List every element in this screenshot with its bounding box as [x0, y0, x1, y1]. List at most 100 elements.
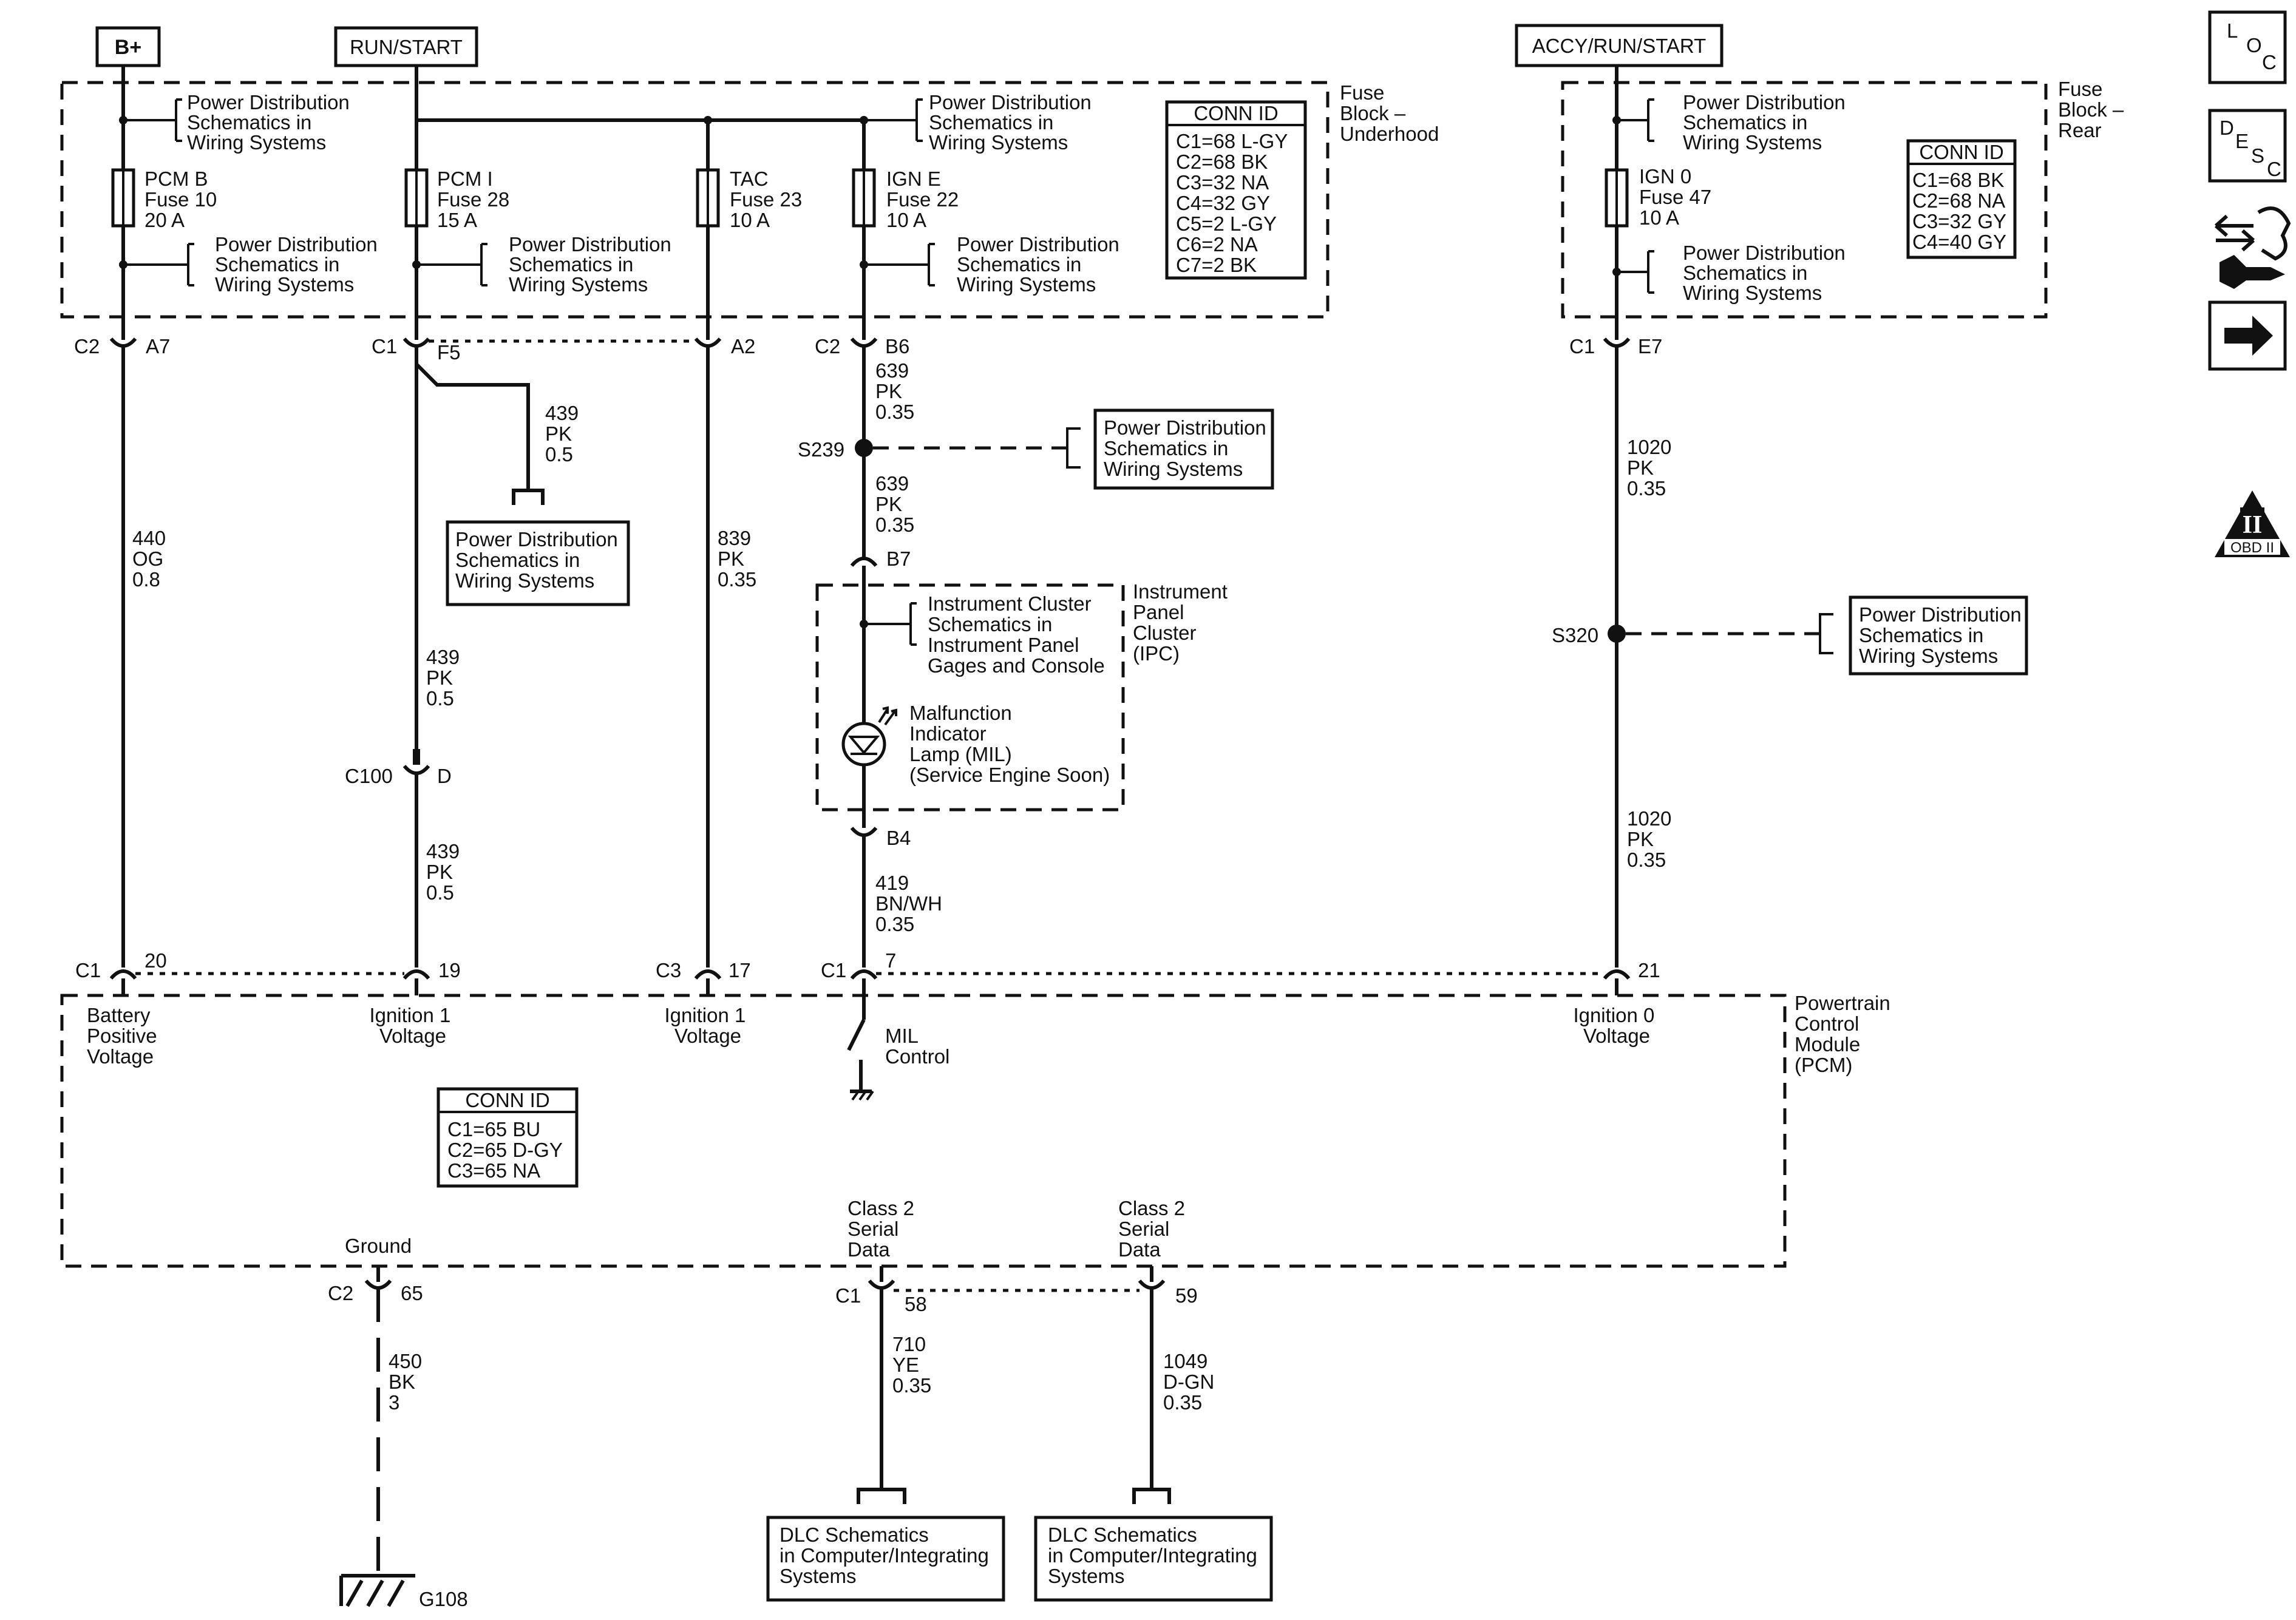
- bplus-source: B+: [95, 26, 161, 67]
- mil-lamp-icon: [841, 706, 897, 767]
- pin-65-label: 65: [401, 1282, 423, 1304]
- svg-text:CONN ID: CONN ID: [1194, 102, 1278, 124]
- pcm-ground-label: Ground: [345, 1235, 412, 1257]
- svg-text:II: II: [2243, 511, 2263, 539]
- svg-text:D: D: [2220, 117, 2234, 139]
- svg-text:E: E: [2235, 130, 2249, 152]
- obd-ii-icon: II OBD II: [2215, 490, 2290, 557]
- svg-text:O: O: [2246, 34, 2262, 56]
- conn-b6-label: B6: [885, 335, 909, 358]
- wire-439-branch: [415, 362, 530, 490]
- fuse-block-rear-title: Fuse Block – Rear: [2058, 78, 2129, 141]
- conn-c2-label-b: C2: [815, 335, 840, 358]
- pcm-title: Powertrain Control Module (PCM): [1795, 992, 1896, 1076]
- fuse-ign-0-label: IGN 0 Fuse 47 10 A: [1639, 165, 1717, 229]
- svg-text:C1=68 BK C2=68 NA: C1=68 BK C2=68 NA C3=32 GY C4=40 GY: [1912, 169, 2012, 253]
- svg-text:L: L: [2227, 19, 2238, 42]
- svg-text:RUN/START: RUN/START: [350, 36, 463, 58]
- ipc-module: [815, 583, 1125, 812]
- conn-c1-label-a: C1: [372, 335, 397, 358]
- pcm-ignition1-voltage-a: Ignition 1 Voltage: [369, 1004, 456, 1047]
- splice-s320-label: S320: [1552, 624, 1598, 646]
- pin-17-label: 17: [729, 959, 751, 981]
- bottom-c1-label: C1: [835, 1284, 861, 1307]
- pcm-ignition1-voltage-b: Ignition 1 Voltage: [664, 1004, 751, 1047]
- loc-button[interactable]: L O C: [2208, 10, 2287, 84]
- pcm-class2-b: Class 2 Serial Data: [1118, 1197, 1190, 1261]
- fuse-pcm-i-label: PCM I Fuse 28 15 A: [437, 168, 515, 231]
- pcm-ignition0-voltage: Ignition 0 Voltage: [1573, 1004, 1660, 1047]
- svg-text:C1=68 L-GY C2=68 BK: C1=68 L-GY C2=68 BK C3=32 NA C4=32 GY C5…: [1176, 130, 1293, 276]
- svg-text:OBD II: OBD II: [2230, 540, 2274, 556]
- splice-s239-label: S239: [798, 438, 844, 461]
- svg-text:C: C: [2262, 51, 2277, 73]
- fuse-ign-e-label: IGN E Fuse 22 10 A: [886, 168, 964, 231]
- conn-id-underhood: CONN ID C1=68 L-GY C2=68 BK C3=32 NA C4=…: [1165, 100, 1307, 280]
- pcm-module: [60, 994, 1787, 1268]
- conn-f5-label: F5: [437, 341, 461, 364]
- next-arrow-button[interactable]: [2208, 300, 2287, 371]
- fuse-block-rear: [1561, 81, 2048, 319]
- conn-a7-label: A7: [146, 335, 170, 358]
- pin-58-label: 58: [905, 1293, 927, 1315]
- run-start-source: RUN/START: [334, 26, 478, 67]
- ground-g108-icon: [339, 1574, 415, 1607]
- conn-id-pcm: CONN ID C1=65 BU C2=65 D-GY C3=65 NA: [436, 1087, 579, 1188]
- fuse-pcm-b-label: PCM B Fuse 10 20 A: [144, 168, 222, 231]
- mil-lamp-label: Malfunction Indicator Lamp (MIL) (Servic…: [909, 702, 1110, 786]
- desc-button[interactable]: D E S C: [2208, 109, 2287, 183]
- conn-e7-label: E7: [1638, 335, 1662, 358]
- pcm-c3-label: C3: [656, 959, 681, 981]
- connector-row-bottom: [364, 1266, 1166, 1292]
- ipc-ref-text: Instrument Cluster Schematics in Instrum…: [928, 592, 1105, 677]
- svg-text:ACCY/RUN/START: ACCY/RUN/START: [1532, 35, 1707, 57]
- conn-c1-label-b: C1: [1569, 335, 1595, 358]
- mil-control-switch-icon: [847, 995, 874, 1101]
- svg-text:CONN ID: CONN ID: [1919, 141, 2003, 163]
- splice-s239: [855, 439, 873, 457]
- pcm-battery-voltage: Battery Positive Voltage: [87, 1004, 163, 1068]
- pin-7-label: 7: [885, 949, 896, 972]
- pcm-c1-label-b: C1: [821, 959, 846, 981]
- svg-text:C: C: [2267, 158, 2281, 180]
- conn-d-label: D: [437, 765, 452, 787]
- fuse-block-underhood: [60, 81, 1330, 319]
- pin-21-label: 21: [1638, 959, 1660, 981]
- connector-tool-icon[interactable]: [2215, 206, 2291, 289]
- ground-g108-label: G108: [419, 1588, 468, 1610]
- fuse-tac-label: TAC Fuse 23 10 A: [730, 168, 807, 231]
- pcm-class2-a: Class 2 Serial Data: [847, 1197, 920, 1261]
- pin-19-label: 19: [438, 959, 461, 981]
- conn-b4-label: B4: [886, 827, 911, 849]
- conn-b7-label: B7: [886, 547, 911, 570]
